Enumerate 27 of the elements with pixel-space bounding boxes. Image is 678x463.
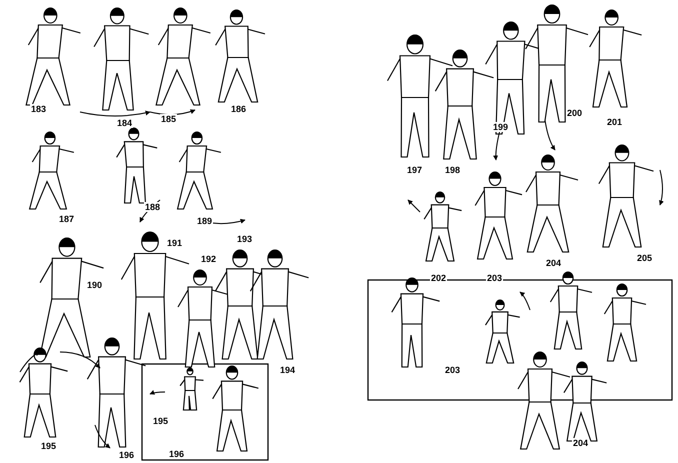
callout-number: 204 xyxy=(572,438,590,448)
callout-number: 193 xyxy=(236,234,254,244)
callout-number: 200 xyxy=(566,108,584,118)
callout-number: 194 xyxy=(279,365,296,375)
callout-number: 185 xyxy=(160,114,178,124)
callout-number: 196 xyxy=(168,449,186,459)
callout-number: 203 xyxy=(486,273,504,283)
callout-number: 188 xyxy=(144,202,162,212)
callout-number: 189 xyxy=(196,216,214,226)
callout-number: 205 xyxy=(636,253,654,263)
callout-number: 186 xyxy=(230,104,248,114)
callout-number: 190 xyxy=(86,280,104,290)
callout-number: 204 xyxy=(545,258,562,268)
callout-number: 184 xyxy=(116,118,134,128)
callout-number: 202 xyxy=(430,273,448,283)
callout-number: 183 xyxy=(30,104,48,114)
callout-number: 191 xyxy=(166,238,184,248)
callout-number: 203 xyxy=(444,365,462,375)
callout-number: 196 xyxy=(118,450,136,460)
callout-number: 201 xyxy=(606,117,624,127)
callout-number: 187 xyxy=(58,214,76,224)
callout-number: 199 xyxy=(492,122,510,132)
callout-number: 198 xyxy=(444,165,462,175)
callout-number: 195 xyxy=(152,416,170,426)
callout-number: 195 xyxy=(40,441,58,451)
callout-number: 197 xyxy=(406,165,424,175)
callout-number: 192 xyxy=(200,254,218,264)
